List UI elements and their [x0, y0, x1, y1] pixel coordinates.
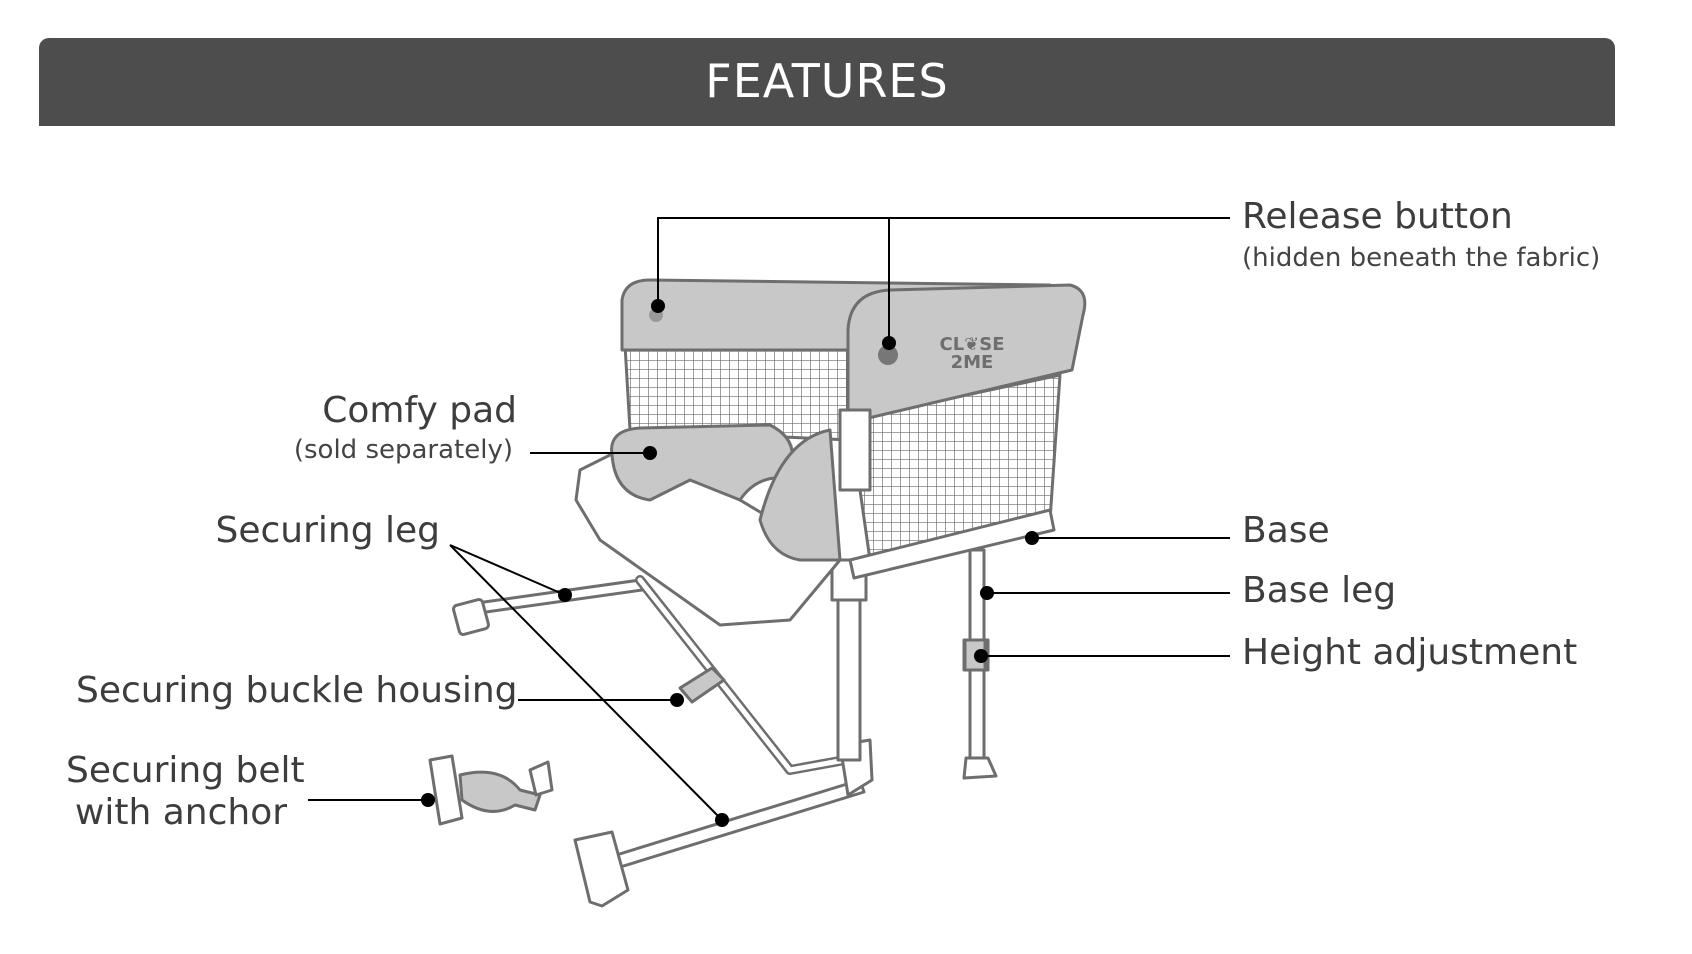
- belt-with-anchor: [428, 754, 554, 826]
- label-release-button: Release button: [1242, 196, 1513, 237]
- securing-leg-upper: [452, 578, 644, 636]
- note-release-button: (hidden beneath the fabric): [1242, 243, 1601, 273]
- brand-logo-line2: 2ME: [951, 352, 994, 373]
- bassinet-illustration: [428, 278, 1087, 908]
- features-header: FEATURES: [39, 38, 1615, 126]
- label-comfy-pad: Comfy pad: [322, 390, 517, 431]
- dot-belt: [421, 793, 435, 807]
- label-securing-belt-line2: with anchor: [74, 792, 288, 833]
- dot-base-leg: [980, 586, 994, 600]
- leader-release-button: [657, 217, 1230, 345]
- label-height-adjustment: Height adjustment: [1242, 632, 1578, 673]
- dot-securing-leg-upper: [558, 588, 572, 602]
- base-leg-front: [830, 558, 868, 762]
- front-post: [838, 408, 872, 492]
- leader-lines: [308, 217, 1230, 821]
- release-button-marker-side: [878, 345, 898, 365]
- brand-logo-line1: CL❦SE: [939, 334, 1004, 355]
- label-securing-buckle-housing: Securing buckle housing: [76, 670, 518, 711]
- dot-buckle: [670, 693, 684, 707]
- dot-release-side: [882, 336, 896, 350]
- dot-base: [1025, 531, 1039, 545]
- dot-release-back: [651, 299, 665, 313]
- base-bar: [848, 508, 1056, 580]
- label-securing-leg: Securing leg: [215, 510, 440, 551]
- dot-comfy-pad: [643, 446, 657, 460]
- label-base-leg: Base leg: [1242, 570, 1397, 611]
- buckle: [678, 666, 726, 704]
- leader-securing-leg: [449, 544, 723, 821]
- side-fabric: [846, 283, 1087, 422]
- label-base: Base: [1242, 510, 1330, 551]
- features-title: FEATURES: [705, 54, 949, 108]
- dot-securing-leg-lower: [715, 813, 729, 827]
- note-comfy-pad: (sold separately): [293, 435, 513, 465]
- label-securing-belt-line1: Securing belt: [66, 750, 305, 791]
- dot-height-adjustment: [974, 649, 988, 663]
- leader-dots: [421, 299, 1039, 827]
